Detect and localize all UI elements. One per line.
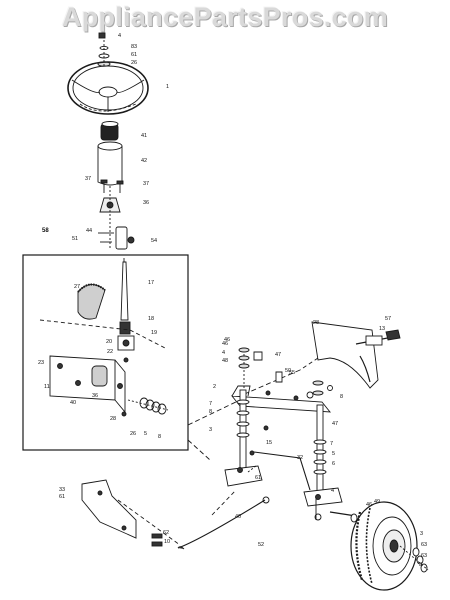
part-number-label: 3 xyxy=(419,562,422,568)
part-number-label: 44 xyxy=(86,228,92,234)
part-number-label: 28 xyxy=(313,320,319,326)
right-spindle xyxy=(303,380,343,521)
part-number-label: 47 xyxy=(332,421,338,427)
steering-column-sleeve xyxy=(97,141,123,186)
part-number-label: 5 xyxy=(332,451,335,457)
part-number-label: 4 xyxy=(118,33,121,39)
part-number-label: 50 xyxy=(285,368,291,374)
mounting-bracket xyxy=(81,479,163,547)
part-number-label: 49 xyxy=(374,499,380,505)
part-number-label: 3 xyxy=(420,531,423,537)
part-number-label: 6 xyxy=(332,461,335,467)
part-number-label: 20 xyxy=(106,339,112,345)
column-support xyxy=(99,186,121,248)
part-number-label: 37 xyxy=(85,176,91,182)
part-number-label: 41 xyxy=(141,133,147,139)
tie-rod xyxy=(247,450,311,491)
drag-link xyxy=(117,489,270,550)
wheel-hardware xyxy=(329,511,429,573)
axle-pivot-bracket xyxy=(299,321,401,389)
part-number-label: 57 xyxy=(385,316,391,322)
part-number-label: 11 xyxy=(44,384,50,390)
part-number-label: 63 xyxy=(421,553,427,559)
part-number-label: 32 xyxy=(297,455,303,461)
part-number-label: 62 xyxy=(163,530,169,536)
part-number-label: 63 xyxy=(421,542,427,548)
part-number-label: 61 xyxy=(131,52,137,58)
part-number-label: 61 xyxy=(59,494,65,500)
lower-shaft-hardware xyxy=(98,226,135,250)
left-spindle xyxy=(224,347,263,487)
part-number-label: 5 xyxy=(144,431,147,437)
part-number-label: 33 xyxy=(59,487,65,493)
part-number-label: 54 xyxy=(151,238,157,244)
part-number-label: 48 xyxy=(222,358,228,364)
part-number-label: 46 xyxy=(366,502,372,508)
part-number-label: 8 xyxy=(158,434,161,440)
part-number-label: 40 xyxy=(70,400,76,406)
part-number-label: 42 xyxy=(141,158,147,164)
part-number-label: 3 xyxy=(209,427,212,433)
part-number-label: 10 xyxy=(164,539,170,545)
part-number-label: 37 xyxy=(143,181,149,187)
part-number-label: 55 xyxy=(289,370,295,376)
part-number-label: 51 xyxy=(72,236,78,242)
part-number-label: 7 xyxy=(330,441,333,447)
part-number-label: 83 xyxy=(131,44,137,50)
part-number-label: 2 xyxy=(213,384,216,390)
part-number-label: 27 xyxy=(74,284,80,290)
part-number-label: 4 xyxy=(331,488,334,494)
steering-bushing xyxy=(100,121,119,141)
subassembly-callout: 58 xyxy=(42,228,49,234)
part-number-label: 22 xyxy=(107,349,113,355)
part-number-label: 46 xyxy=(222,341,228,347)
part-number-label: 46 xyxy=(224,337,230,343)
part-number-label: 28 xyxy=(110,416,116,422)
part-number-label: 8 xyxy=(209,409,212,415)
axle-hardware xyxy=(253,351,333,431)
part-number-label: 15 xyxy=(266,440,272,446)
part-number-label: 13 xyxy=(379,326,385,332)
steering-wheel xyxy=(67,61,149,115)
part-number-label: 4 xyxy=(222,350,225,356)
steering-shaft-subassembly-box xyxy=(22,254,189,451)
part-number-label: 36 xyxy=(92,393,98,399)
part-number-label: 47 xyxy=(275,352,281,358)
front-wheel xyxy=(350,501,418,591)
part-number-label: 61 xyxy=(255,475,261,481)
part-number-label: 26 xyxy=(130,431,136,437)
part-number-label: 7 xyxy=(209,401,212,407)
column-bolts xyxy=(100,179,124,193)
part-number-label: 26 xyxy=(131,60,137,66)
part-number-label: 36 xyxy=(143,200,149,206)
part-number-label: 18 xyxy=(148,316,154,322)
part-number-label: 17 xyxy=(148,280,154,286)
part-number-label: 23 xyxy=(38,360,44,366)
part-number-label: 19 xyxy=(151,330,157,336)
part-number-label: 52 xyxy=(258,542,264,548)
part-number-label: 1 xyxy=(166,84,169,90)
part-number-label: 8 xyxy=(340,394,343,400)
part-number-label: 40 xyxy=(235,514,241,520)
watermark-text: AppliancePartsPros.com xyxy=(61,2,389,32)
